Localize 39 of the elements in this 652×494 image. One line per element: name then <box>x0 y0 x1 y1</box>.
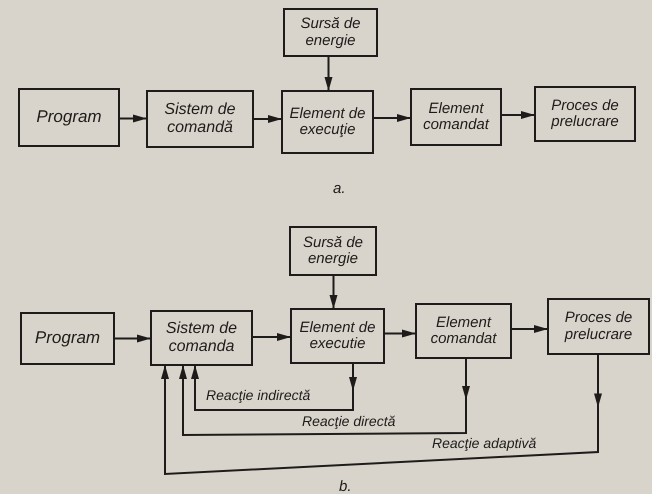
block-box <box>415 303 512 359</box>
block-label: Proces de prelucrare <box>550 98 620 130</box>
block-box <box>410 88 502 146</box>
block-box <box>534 86 636 142</box>
block-label: Sursă de energie <box>299 16 362 49</box>
block-box <box>146 90 254 148</box>
arrow <box>254 115 282 123</box>
figure-caption: b. <box>339 478 352 494</box>
block-label: Element comandat <box>430 314 498 348</box>
block-box <box>281 90 374 154</box>
figure-caption: a. <box>333 180 346 197</box>
arrow <box>324 57 332 91</box>
block-box <box>283 8 378 57</box>
edge-label: Reacţie adaptivă <box>430 436 538 452</box>
block-label: Sistem de comandă <box>163 101 237 137</box>
block-label: Proces de prelucrare <box>564 310 634 343</box>
arrow <box>385 330 416 338</box>
edge-label: Reacţie indirectă <box>204 388 312 404</box>
edge-label: Reacţie directă <box>300 414 398 430</box>
block-label: Sistem de comanda <box>164 320 238 356</box>
block-box <box>18 88 120 147</box>
arrow <box>330 276 338 309</box>
block-box <box>150 310 253 366</box>
arrow <box>374 114 411 122</box>
arrow <box>115 334 151 342</box>
block-label: Program <box>36 108 102 127</box>
arrow <box>120 114 147 122</box>
block-label: Element de execuţie <box>288 106 366 138</box>
block-box <box>547 298 650 355</box>
block-label: Element de executie <box>298 320 376 352</box>
block-box <box>20 312 115 365</box>
block-label: Program <box>34 329 100 348</box>
arrow <box>512 325 548 333</box>
block-label: Element comandat <box>422 100 490 134</box>
block-box <box>289 226 377 276</box>
arrow <box>253 333 291 341</box>
block-box <box>290 308 385 364</box>
block-label: Sursă de energie <box>302 234 364 268</box>
arrow <box>502 111 535 119</box>
